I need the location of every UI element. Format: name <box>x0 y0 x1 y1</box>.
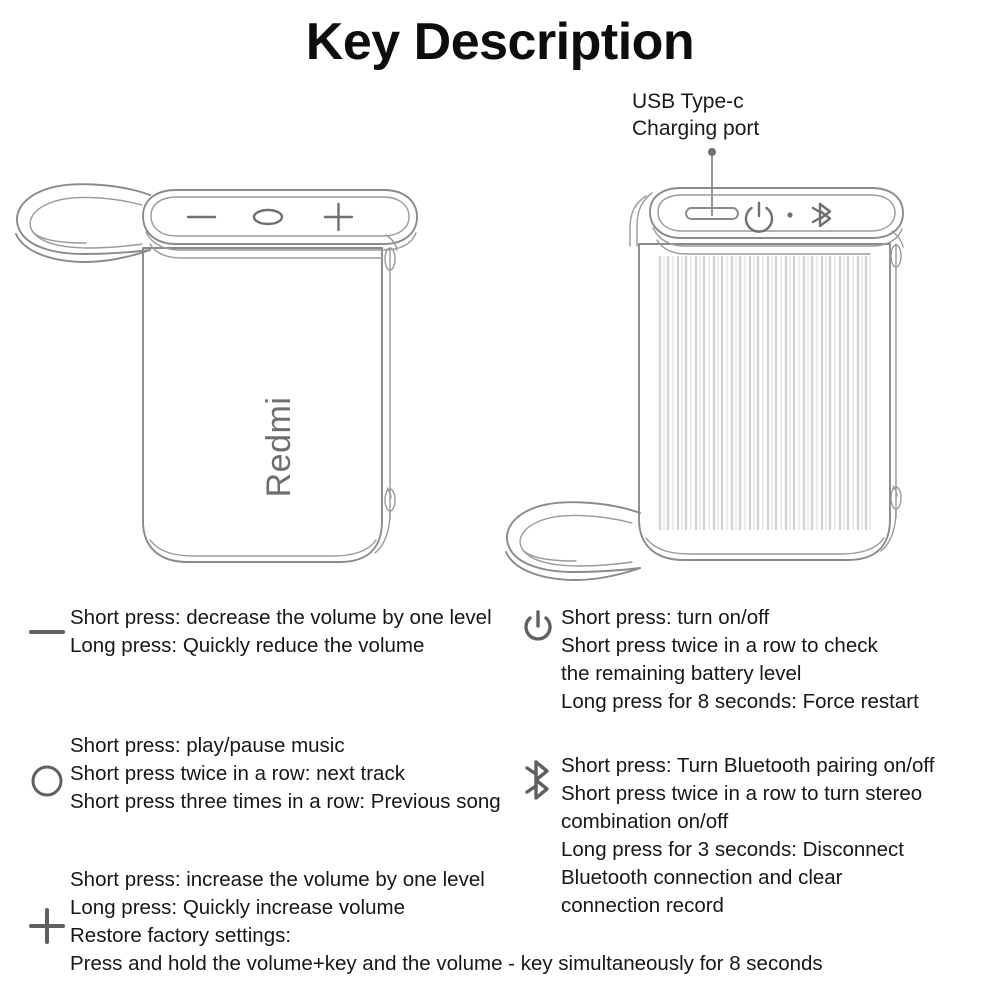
legend-text-power: Short press: turn on/off Short press twi… <box>561 604 919 716</box>
bluetooth-icon <box>515 752 561 802</box>
legend-text-volume-down: Short press: decrease the volume by one … <box>70 604 492 660</box>
legend-line: Long press: Quickly increase volume <box>70 896 405 919</box>
usb-c-port-icon <box>685 207 739 220</box>
legend-line: Short press: turn on/off <box>561 606 770 629</box>
page-title: Key Description <box>305 13 695 71</box>
legend-line: Long press for 8 seconds: Force restart <box>561 690 919 713</box>
legend-item-play-pause: Short press: play/pause music Short pres… <box>24 732 501 816</box>
legend-line: the remaining battery level <box>561 662 802 685</box>
legend-item-volume-down: Short press: decrease the volume by one … <box>24 604 492 660</box>
led-indicator-icon <box>787 212 793 218</box>
legend-text-play-pause: Short press: play/pause music Short pres… <box>70 732 501 816</box>
legend-item-volume-up: Short press: increase the volume by one … <box>24 866 823 978</box>
top-control-plate-left <box>142 189 418 245</box>
play-pause-icon-left-device <box>252 208 284 226</box>
legend-line: Restore factory settings: <box>70 924 292 947</box>
side-button-lower-left-unit <box>384 488 396 512</box>
power-icon-right-device <box>744 201 774 233</box>
legend-line: Long press: Quickly reduce the volume <box>70 634 425 657</box>
speaker-body-right <box>638 243 891 561</box>
strap-loop-left <box>15 183 151 263</box>
side-button-upper-left-unit <box>384 247 396 271</box>
usb-port-callout: USB Type-c Charging port <box>632 88 759 142</box>
legend-line: Long press for 3 seconds: Disconnect <box>561 838 904 861</box>
legend-line: Short press: Turn Bluetooth pairing on/o… <box>561 754 935 777</box>
legend-line: Short press twice in a row: next track <box>70 762 405 785</box>
legend-line: Short press twice in a row to check <box>561 634 878 657</box>
redmi-brand-mark: Redmi <box>259 396 298 498</box>
plus-icon <box>24 866 70 946</box>
legend-line: Short press three times in a row: Previo… <box>70 790 501 813</box>
legend-line: Short press: increase the volume by one … <box>70 868 485 891</box>
legend-line: connection record <box>561 894 724 917</box>
usb-port-callout-line-1: USB Type-c <box>632 90 744 113</box>
legend-item-power: Short press: turn on/off Short press twi… <box>515 604 919 716</box>
top-control-plate-right <box>649 187 904 239</box>
speaker-back-view <box>505 187 904 581</box>
power-icon <box>515 604 561 646</box>
usb-callout-leader <box>708 148 716 216</box>
legend-line: Short press: play/pause music <box>70 734 345 757</box>
legend-text-bluetooth: Short press: Turn Bluetooth pairing on/o… <box>561 752 934 920</box>
legend-item-bluetooth: Short press: Turn Bluetooth pairing on/o… <box>515 752 934 920</box>
strap-loop-right <box>505 501 641 581</box>
speaker-grille <box>658 256 871 530</box>
legend-line: Short press: decrease the volume by one … <box>70 606 492 629</box>
legend-line: Bluetooth connection and clear <box>561 866 843 889</box>
legend-line: Short press twice in a row to turn stere… <box>561 782 923 805</box>
legend-line: Press and hold the volume+key and the vo… <box>70 952 823 975</box>
usb-port-callout-line-2: Charging port <box>632 117 760 140</box>
play-pause-circle-icon <box>24 732 70 798</box>
legend-line: combination on/off <box>561 810 729 833</box>
minus-icon <box>24 604 70 642</box>
side-button-lower-right-unit <box>890 486 902 510</box>
legend-text-volume-up: Short press: increase the volume by one … <box>70 866 823 978</box>
side-button-upper-right-unit <box>890 244 902 268</box>
bluetooth-icon-right-device <box>811 202 832 228</box>
